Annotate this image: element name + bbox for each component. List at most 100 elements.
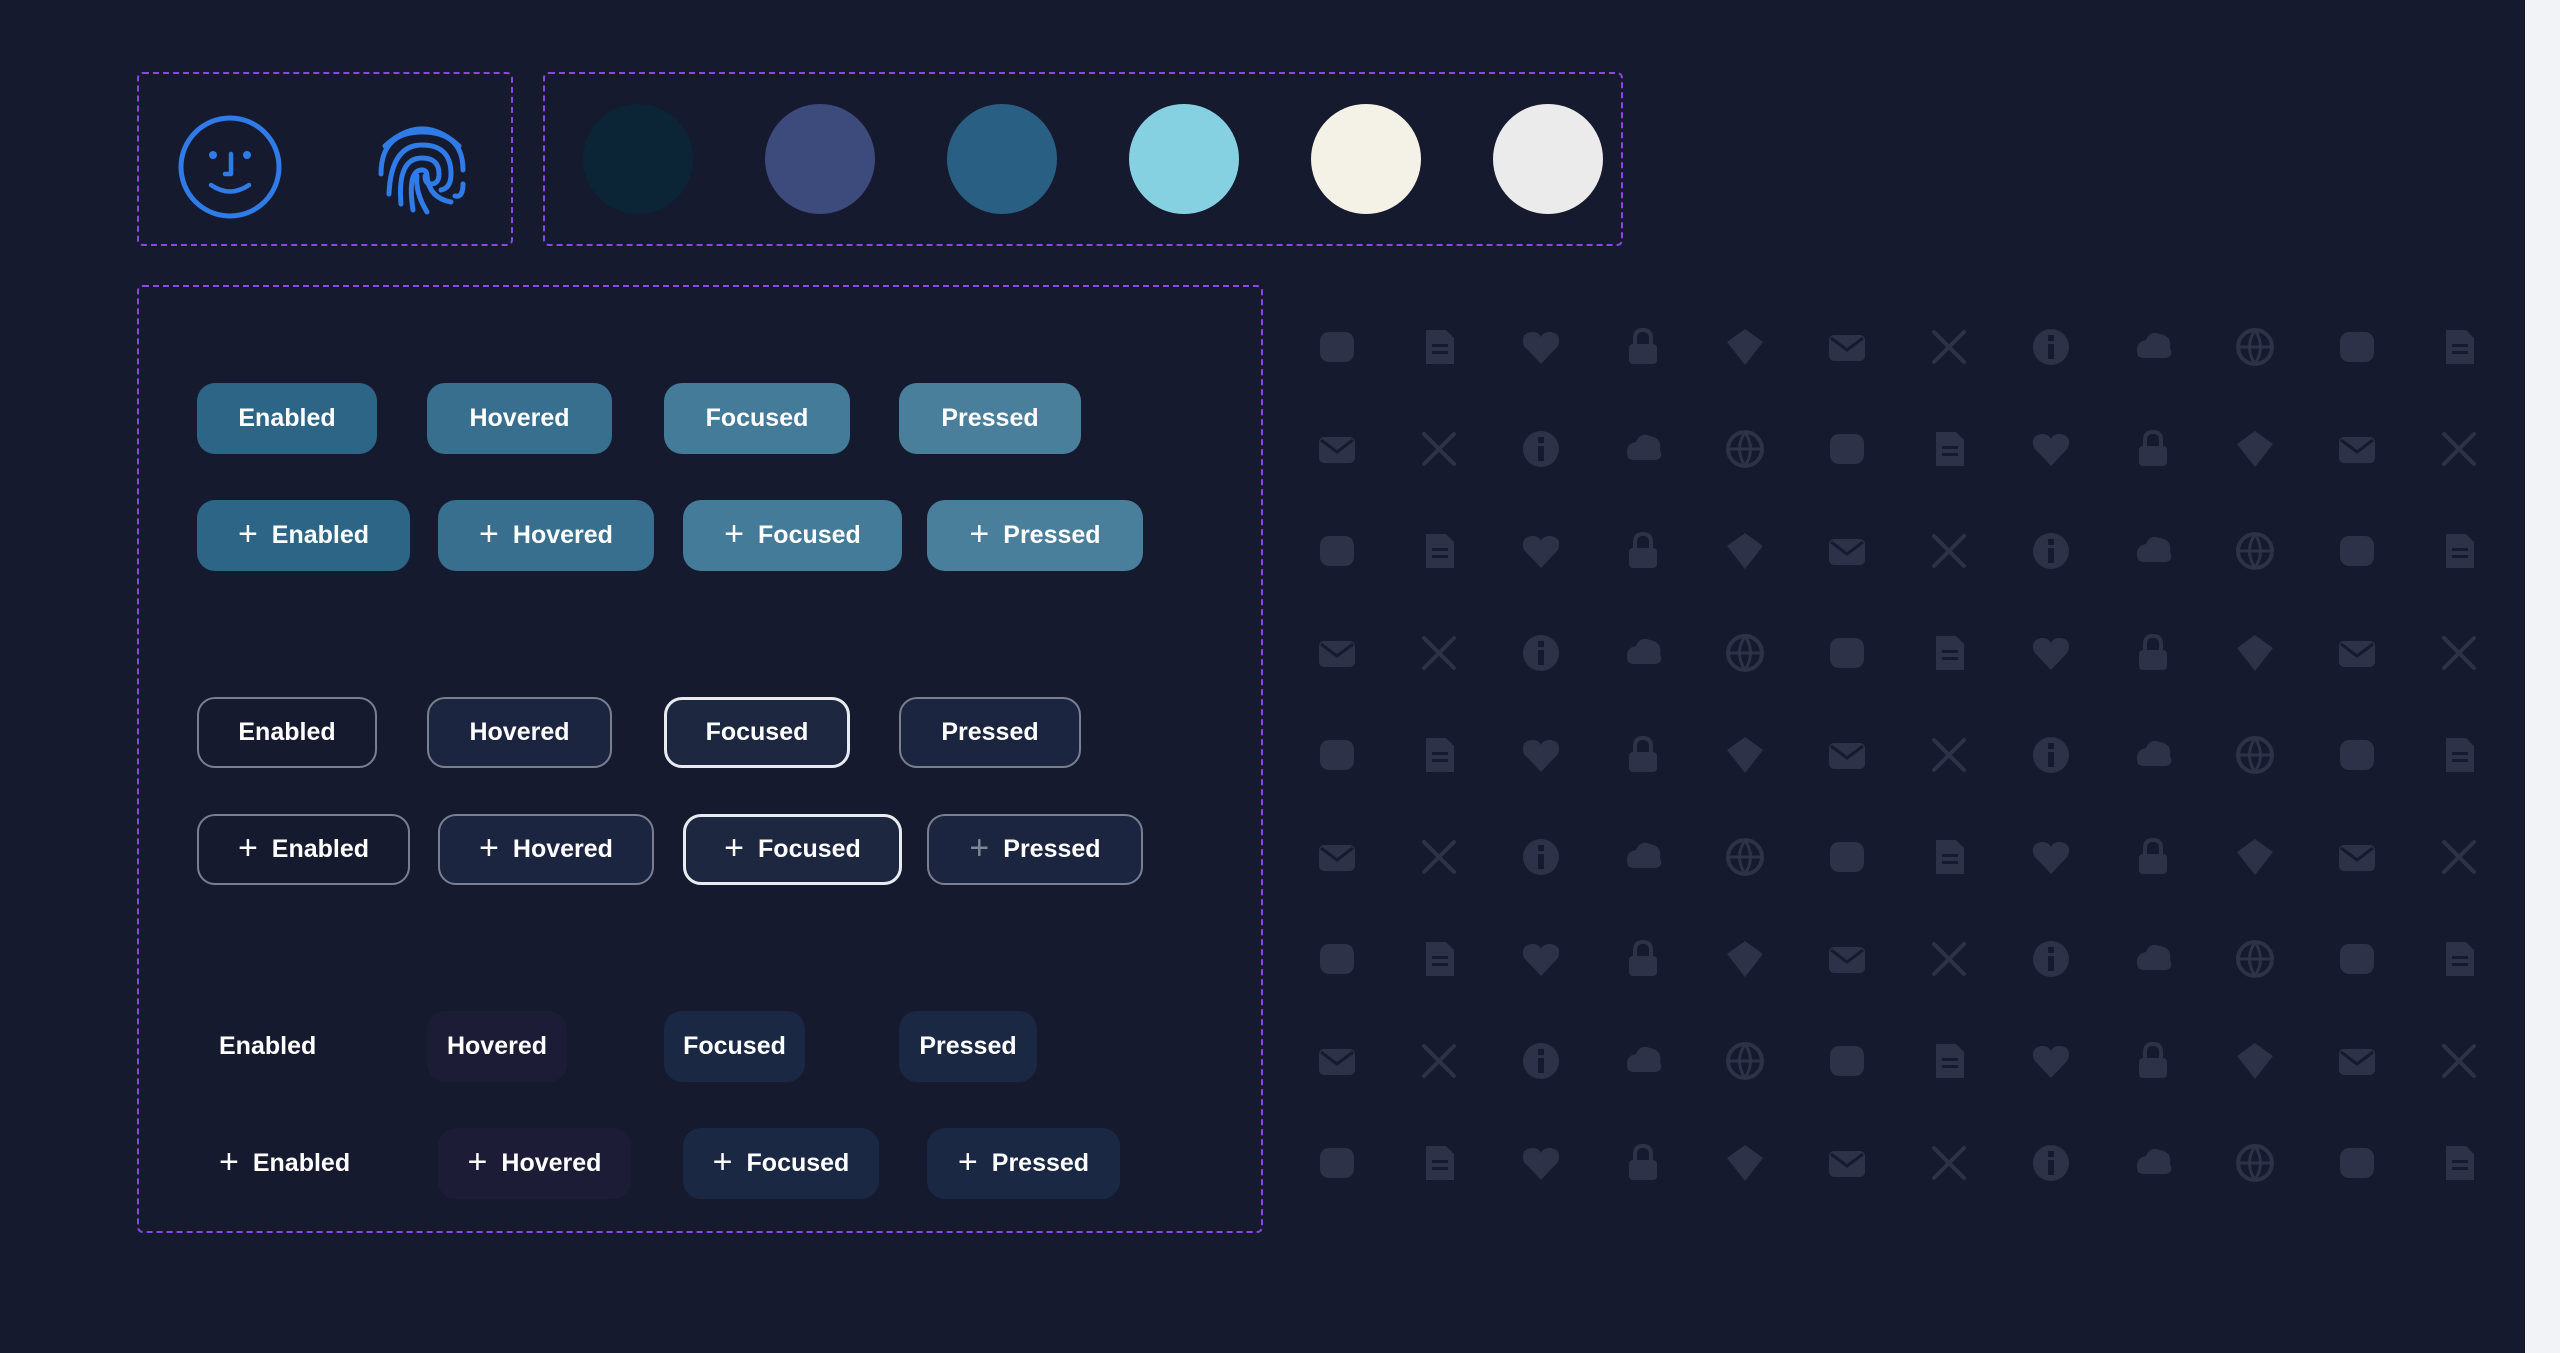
text-hovered-button[interactable]: Hovered [427, 1011, 567, 1082]
button-label: Hovered [512, 521, 613, 549]
checklist-icon [1416, 1140, 1462, 1186]
filled-pressed-button[interactable]: Pressed [899, 383, 1081, 454]
outlined-enabled-button[interactable]: Enabled [197, 697, 377, 768]
copyright-icon [1518, 426, 1564, 472]
button-label: Enabled [252, 1149, 351, 1177]
first-aid-kit-icon [2130, 528, 2176, 574]
cloud-download-icon [1416, 324, 1462, 370]
text-icon-pressed-button[interactable]: +Pressed [927, 1128, 1120, 1199]
disk-icon [2028, 528, 2074, 574]
plus-icon: + [724, 515, 745, 553]
cocktail-icon [1926, 324, 1972, 370]
color-swatch[interactable] [1129, 104, 1239, 214]
color-swatch[interactable] [1493, 104, 1603, 214]
button-label: Hovered [469, 718, 570, 746]
hashtag-icon [1416, 936, 1462, 982]
filled-icon-hovered-button[interactable]: + Hovered [438, 500, 654, 571]
music-file-icon [1314, 732, 1360, 778]
outlined-icon-pressed-button[interactable]: +Pressed [927, 814, 1143, 885]
button-label: Enabled [238, 404, 336, 432]
cloud-sync-icon [1518, 324, 1564, 370]
comment-icon [2130, 324, 2176, 370]
filled-icon-focused-button[interactable]: +Focused [683, 500, 902, 571]
outlined-pressed-button[interactable]: Pressed [899, 697, 1081, 768]
eye-icon [2436, 630, 2482, 676]
button-label: Hovered [469, 404, 570, 432]
color-swatch[interactable] [765, 104, 875, 214]
button-label: Focused [705, 718, 809, 746]
fingerprint-small-icon [1926, 732, 1972, 778]
cow-icon [1620, 426, 1666, 472]
plus-icon: + [479, 515, 499, 553]
filled-focused-button[interactable]: Focused [664, 383, 850, 454]
filled-icon-pressed-button[interactable]: +Pressed [927, 500, 1143, 571]
cross-icon [2232, 426, 2278, 472]
text-icon-enabled-button[interactable]: +Enabled [197, 1128, 382, 1199]
button-label: Focused [683, 1032, 786, 1060]
location-home-icon [2436, 1140, 2482, 1186]
gear-head-icon [1620, 936, 1666, 982]
gallery-icon [1620, 834, 1666, 880]
fox-face-icon [2436, 732, 2482, 778]
dice-icon [1722, 528, 1768, 574]
gift-icon [2028, 834, 2074, 880]
hat-icon [1518, 936, 1564, 982]
line-height-icon [1518, 1038, 1564, 1084]
database-icon [1416, 528, 1462, 574]
button-label: Pressed [1003, 521, 1101, 549]
outlined-icon-hovered-button[interactable]: +Hovered [438, 814, 654, 885]
text-enabled-button[interactable]: Enabled [197, 1011, 332, 1082]
exclamation-icon [2028, 630, 2074, 676]
glass-cheers-icon [2130, 834, 2176, 880]
outlined-focused-button[interactable]: Focused [664, 697, 850, 768]
diamond-icon [1620, 528, 1666, 574]
text-pressed-button[interactable]: Pressed [899, 1011, 1037, 1082]
filled-hovered-button[interactable]: Hovered [427, 383, 612, 454]
flip-icon [2334, 732, 2380, 778]
cube-icon [2436, 426, 2482, 472]
lasso-icon [2436, 1038, 2482, 1084]
text-icon-focused-button[interactable]: +Focused [683, 1128, 879, 1199]
hourglass-icon [2436, 936, 2482, 982]
button-label: Hovered [501, 1149, 602, 1177]
mail-download-icon [1416, 630, 1462, 676]
heart-message-icon [2334, 324, 2380, 370]
text-focused-button[interactable]: Focused [664, 1011, 805, 1082]
button-label: Pressed [941, 718, 1039, 746]
plus-icon: + [479, 829, 499, 867]
document-alt-icon [2334, 528, 2380, 574]
cloud-upload-icon [1620, 324, 1666, 370]
mail-check-icon [1314, 630, 1360, 676]
text-icon-hovered-button[interactable]: + Hovered [438, 1128, 631, 1199]
delete-icon [1518, 528, 1564, 574]
location-pin-icon [1722, 1140, 1768, 1186]
copy-alt-icon [1416, 426, 1462, 472]
mail-open-icon [1620, 630, 1666, 676]
plus-icon: + [237, 515, 258, 553]
plus-icon: + [467, 1143, 488, 1181]
info-icon [1314, 1038, 1360, 1084]
gamepad-icon [1722, 834, 1768, 880]
color-swatch[interactable] [1311, 104, 1421, 214]
mail-open-alt-icon [1518, 630, 1564, 676]
hand-heart-icon [1314, 936, 1360, 982]
file-icon [1518, 732, 1564, 778]
home-icon [2334, 936, 2380, 982]
color-swatch[interactable] [947, 104, 1057, 214]
headphones-icon [1722, 936, 1768, 982]
button-label: Pressed [919, 1032, 1017, 1060]
home-rounded-icon [2232, 936, 2278, 982]
eyedropper-icon [2334, 630, 2380, 676]
outlined-hovered-button[interactable]: Hovered [427, 697, 612, 768]
filled-icon-enabled-button[interactable]: +Enabled [197, 500, 410, 571]
outlined-icon-enabled-button[interactable]: +Enabled [197, 814, 410, 885]
marker-icon [2130, 1140, 2176, 1186]
filled-enabled-button[interactable]: Enabled [197, 383, 377, 454]
kite-icon [2130, 1038, 2176, 1084]
fox-icon [1314, 834, 1360, 880]
flame-icon [2232, 732, 2278, 778]
color-swatch[interactable] [583, 104, 693, 214]
outlined-icon-focused-button[interactable]: +Focused [683, 814, 902, 885]
jpg-file-icon [1824, 1038, 1870, 1084]
fingerprint-icon [367, 112, 477, 222]
